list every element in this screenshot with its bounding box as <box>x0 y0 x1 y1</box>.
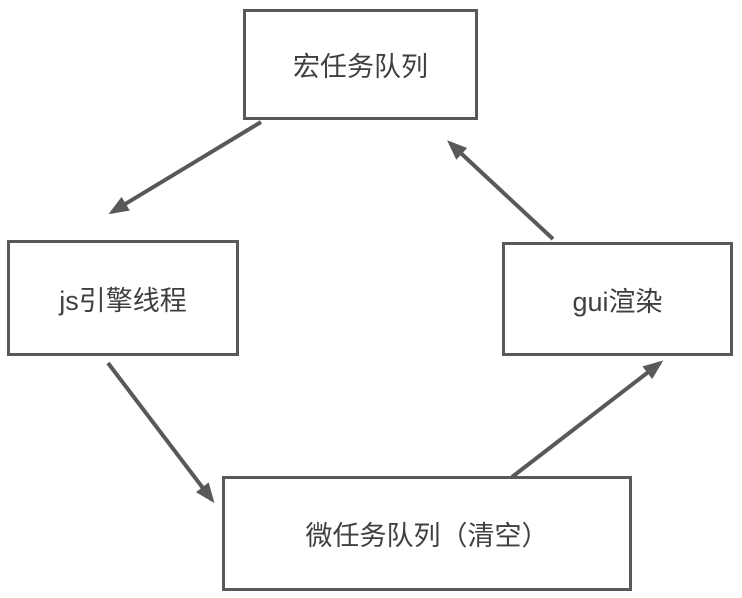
node-gui-render-label: gui渲染 <box>572 286 663 317</box>
node-js-engine-thread-label: js引擎线程 <box>59 285 187 316</box>
arrow-microtask-to-gui <box>510 360 664 479</box>
node-microtask-queue-label: 微任务队列（清空） <box>305 521 549 551</box>
arrow-gui-to-macrotask <box>447 140 555 241</box>
node-js-engine-thread: js引擎线程 <box>7 240 239 356</box>
arrow-jsengine-to-microtask <box>106 361 215 504</box>
node-macrotask-queue-label: 宏任务队列 <box>293 52 428 82</box>
arrow-macrotask-to-jsengine <box>108 120 263 215</box>
node-microtask-queue: 微任务队列（清空） <box>222 476 632 591</box>
node-gui-render: gui渲染 <box>502 242 733 356</box>
node-macrotask-queue: 宏任务队列 <box>243 9 478 120</box>
